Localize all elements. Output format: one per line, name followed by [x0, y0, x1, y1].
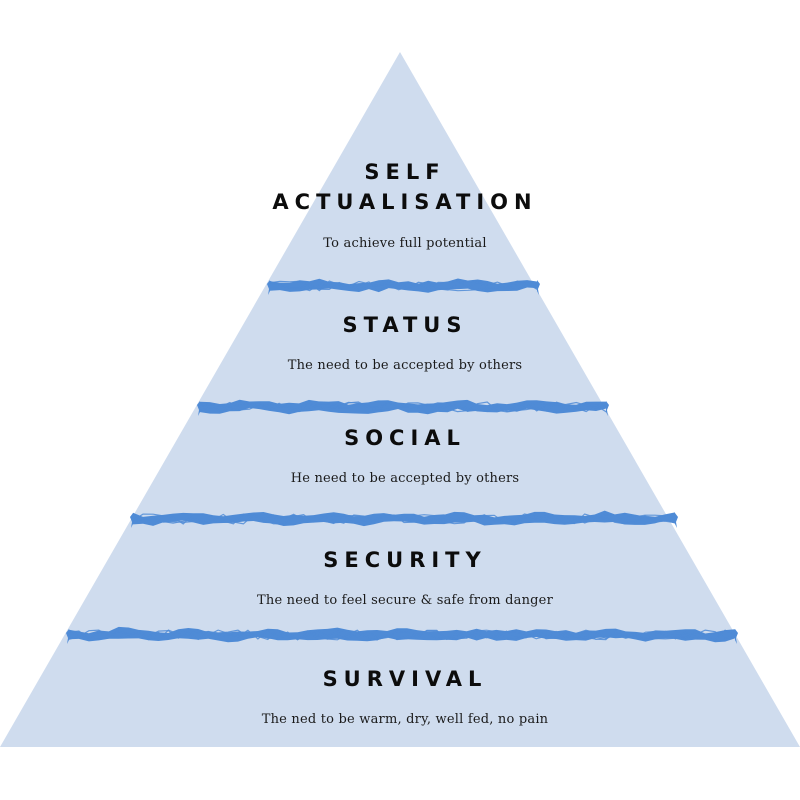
level-description-status: The need to be accepted by others: [287, 358, 523, 373]
brush-tip: [606, 401, 609, 416]
divider-stroke-3: [130, 510, 678, 528]
level-title-line: STATUS: [342, 313, 468, 337]
divider-stroke-2: [197, 399, 609, 416]
level-title-line: ACTUALISATION: [272, 190, 538, 214]
brush-strand: [132, 513, 676, 525]
brush-strand: [199, 401, 607, 413]
divider-stroke-4: [66, 626, 738, 644]
pyramid-shape: [0, 52, 800, 747]
level-description-survival: The ned to be warm, dry, well fed, no pa…: [261, 712, 549, 727]
brush-strand: [269, 280, 538, 291]
brush-strand: [132, 513, 676, 525]
divider-stroke-1: [267, 278, 540, 295]
brush-tip: [735, 629, 738, 644]
brush-strand: [199, 401, 607, 413]
brush-tip: [130, 513, 133, 528]
brush-strand: [68, 629, 736, 641]
brush-strand: [68, 629, 736, 641]
brush-band: [69, 626, 735, 643]
level-description-self-actualisation: To achieve full potential: [323, 236, 487, 251]
brush-tip: [267, 280, 270, 295]
level-title-line: SURVIVAL: [322, 667, 488, 691]
level-description-social: He need to be accepted by others: [290, 471, 520, 486]
level-title-self-actualisation: SELF ACTUALISATION: [0, 157, 800, 217]
level-description-security: The need to feel secure & safe from dang…: [257, 593, 553, 608]
level-title-line: SELF: [364, 160, 446, 184]
brush-strand: [132, 513, 676, 525]
brush-tip: [675, 513, 678, 528]
level-title-security: SECURITY: [0, 545, 800, 575]
divider-strokes: [66, 278, 738, 644]
level-title-status: STATUS: [0, 310, 800, 340]
level-title-line: SOCIAL: [344, 426, 466, 450]
brush-tip: [66, 629, 69, 644]
level-title-social: SOCIAL: [0, 423, 800, 453]
brush-tip: [537, 280, 540, 295]
brush-strand: [68, 629, 736, 641]
brush-tip: [197, 401, 200, 416]
brush-strand: [269, 280, 538, 292]
level-title-survival: SURVIVAL: [0, 664, 800, 694]
level-title-line: SECURITY: [323, 548, 487, 572]
